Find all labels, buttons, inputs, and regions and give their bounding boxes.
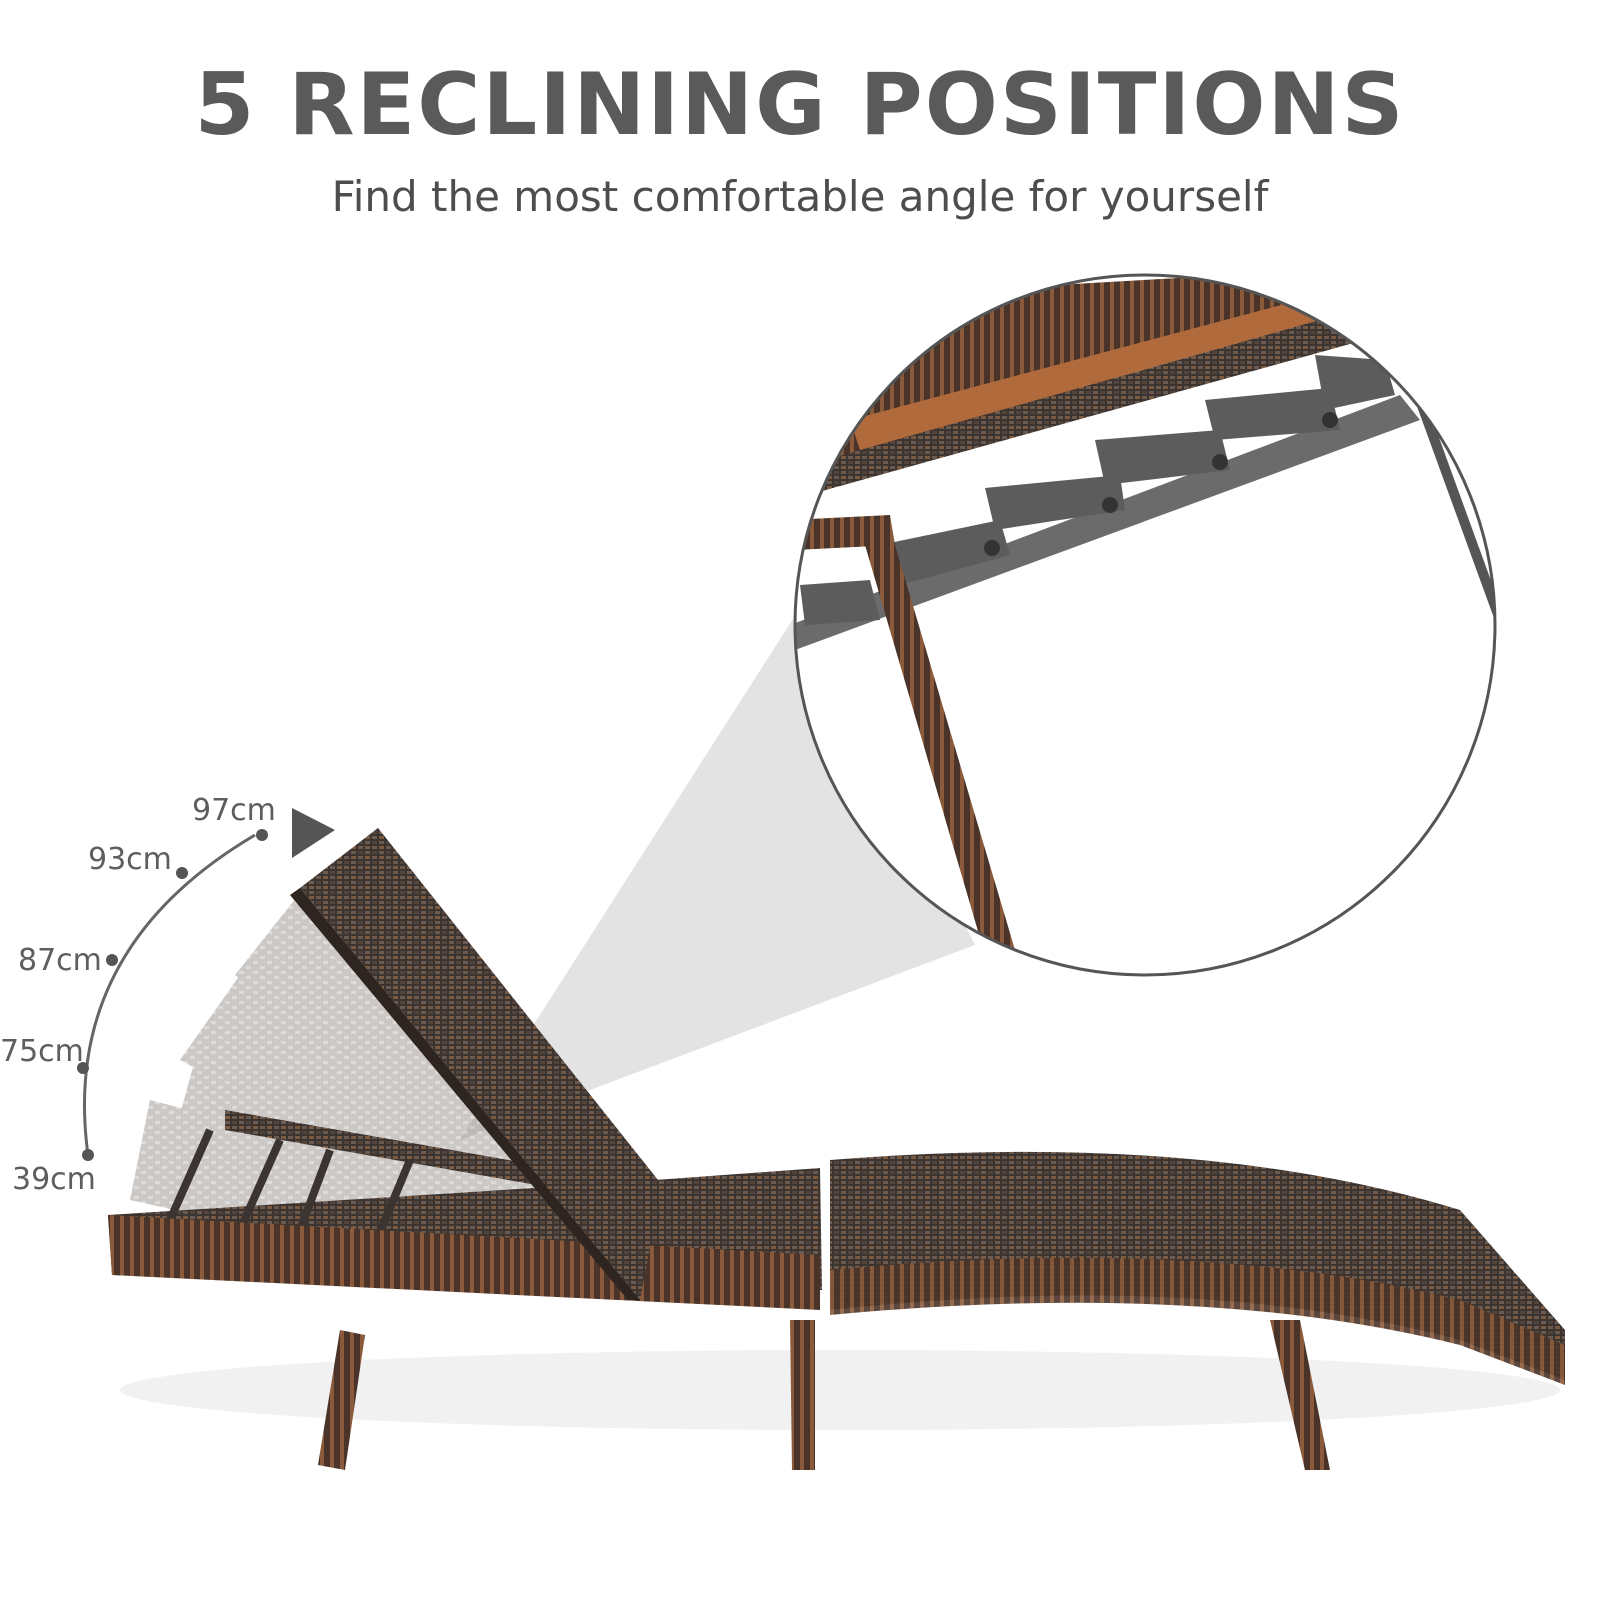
height-label-75cm: 75cm <box>0 1034 84 1069</box>
leg-rest-edge <box>830 1257 1565 1385</box>
backrest-upright <box>300 828 662 1300</box>
chair-legs <box>318 1320 1330 1470</box>
height-label-39cm: 39cm <box>12 1162 96 1197</box>
height-label-97cm: 97cm <box>192 793 276 828</box>
page-subtitle: Find the most comfortable angle for your… <box>331 172 1269 221</box>
ground-shadow <box>120 1350 1560 1430</box>
support-rod <box>865 545 1015 955</box>
height-arc <box>77 808 335 1161</box>
backrest-inner-edge <box>290 888 640 1300</box>
height-label-93cm: 93cm <box>88 842 172 877</box>
page-title: 5 RECLINING POSITIONS <box>194 55 1406 155</box>
height-label-87cm: 87cm <box>18 943 102 978</box>
recline-notch-rail <box>795 395 1420 650</box>
zoom-detail-circle <box>793 273 1497 977</box>
arc-arrow-icon <box>292 808 335 858</box>
